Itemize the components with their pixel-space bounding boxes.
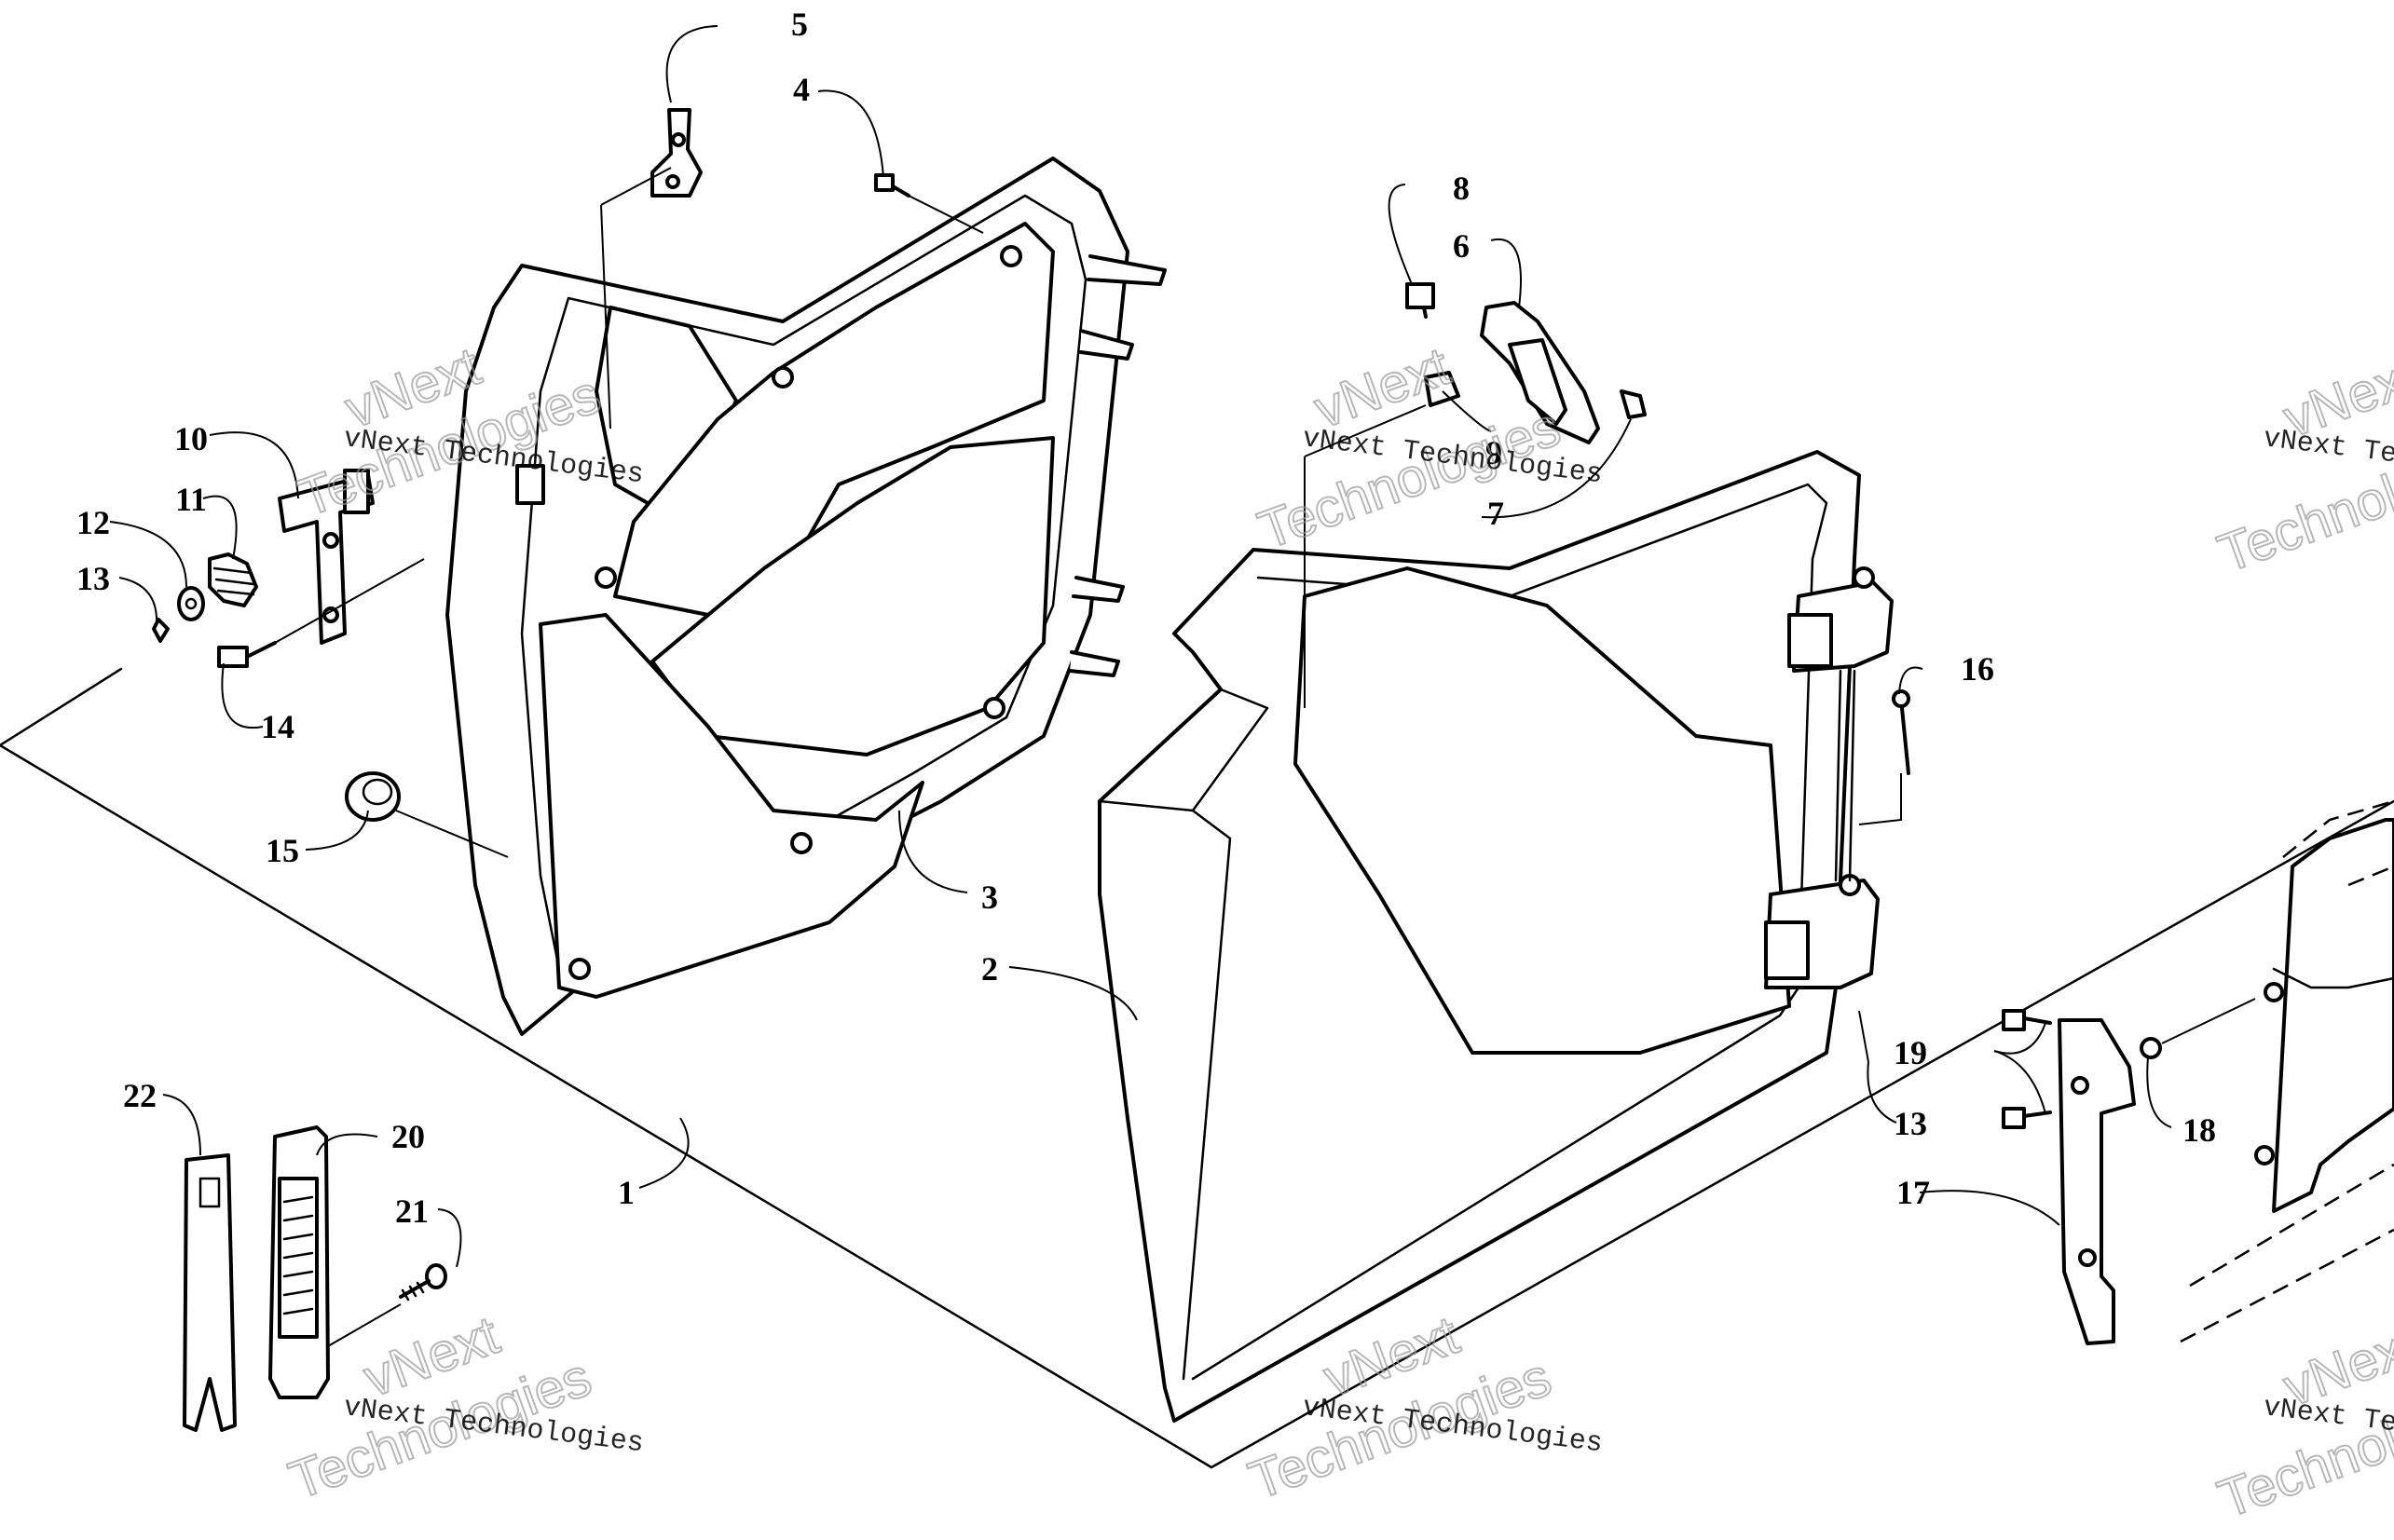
callout-11: 11 xyxy=(175,481,207,518)
callout-12: 12 xyxy=(76,504,110,541)
callout-13-hinge: 13 xyxy=(1894,1105,1927,1142)
callout-14: 14 xyxy=(261,708,294,745)
leader-lines xyxy=(109,25,2256,1347)
base-plate-outline xyxy=(0,667,2394,1469)
vehicle-frame xyxy=(2180,799,2394,1343)
hinge-pin xyxy=(1892,689,1910,775)
callout-16: 16 xyxy=(1961,650,1994,688)
callout-3: 3 xyxy=(981,879,998,916)
watermark-bottom-left: vNext Technologies vNext Technologies xyxy=(280,1303,645,1512)
callout-19: 19 xyxy=(1894,1034,1927,1071)
callout-7: 7 xyxy=(1487,495,1504,532)
latch-assembly xyxy=(152,469,375,668)
callout-22: 22 xyxy=(123,1077,157,1114)
callout-labels: 1 2 3 4 5 6 7 8 9 10 11 12 13 13 14 15 1… xyxy=(76,6,2216,1230)
callout-5: 5 xyxy=(791,6,808,43)
callout-21: 21 xyxy=(395,1192,429,1230)
callout-10: 10 xyxy=(174,420,208,457)
door-handle xyxy=(1405,282,1647,444)
shim-plate xyxy=(183,1153,237,1432)
callout-1: 1 xyxy=(618,1174,635,1211)
striker-plate xyxy=(268,1125,330,1399)
bumper xyxy=(345,771,401,822)
callout-17: 17 xyxy=(1896,1174,1930,1211)
callout-8: 8 xyxy=(1453,170,1470,207)
callout-6: 6 xyxy=(1453,227,1470,265)
door-inner-panel xyxy=(445,157,1167,1036)
callout-18: 18 xyxy=(2182,1111,2216,1149)
watermark-top-right: vNext Technologies vNext Technologies xyxy=(2209,344,2394,585)
watermark-bottom-right: vNext Technologies vNext Technologies xyxy=(2209,1313,2394,1531)
callout-9: 9 xyxy=(1485,434,1502,471)
callout-2: 2 xyxy=(981,950,998,988)
screw xyxy=(874,173,910,198)
callout-20: 20 xyxy=(391,1118,425,1155)
callout-4: 4 xyxy=(793,71,810,108)
door-outer-panel xyxy=(1098,450,1894,1423)
door-bracket xyxy=(650,108,703,198)
hinge-plate xyxy=(2002,1009,2162,1345)
screw-21 xyxy=(399,1263,447,1302)
callout-13-latch: 13 xyxy=(76,560,110,597)
callout-15: 15 xyxy=(266,832,299,869)
